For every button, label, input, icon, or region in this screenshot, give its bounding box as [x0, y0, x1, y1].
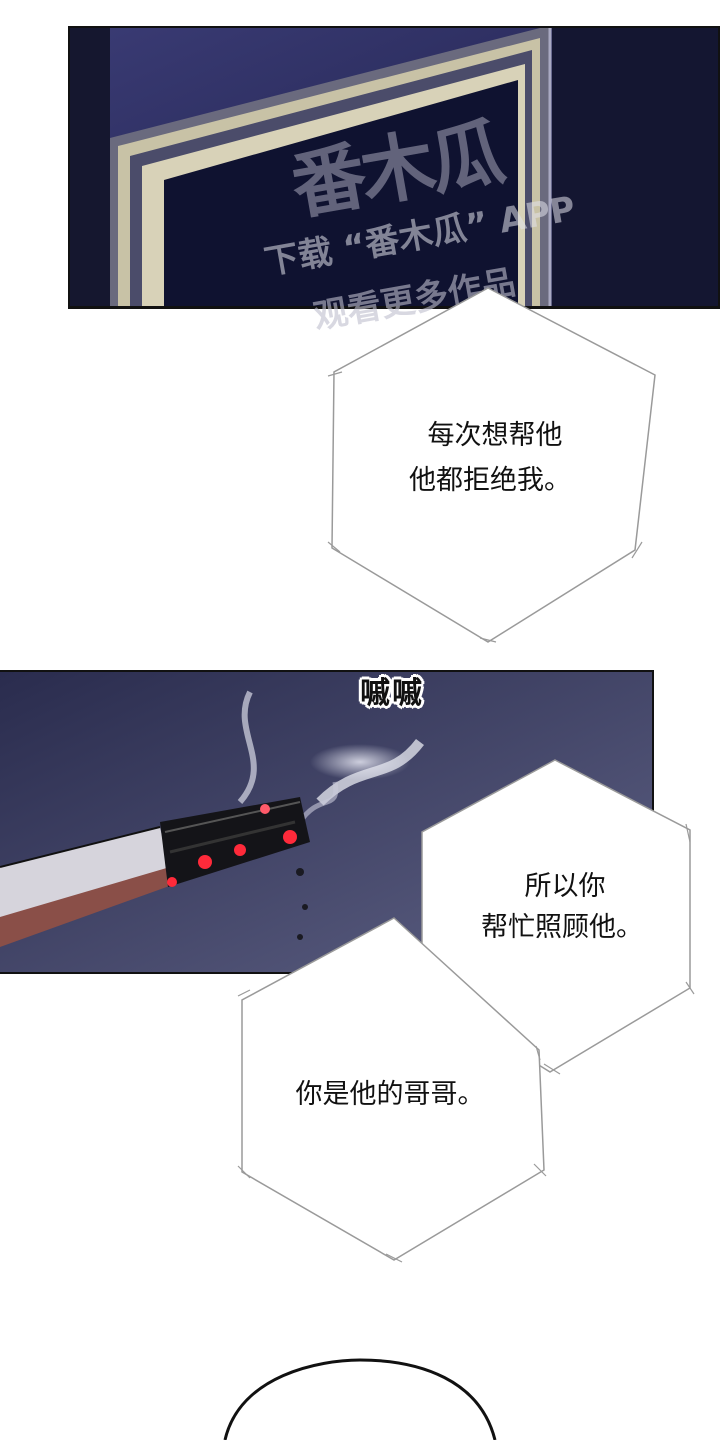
panel-window-night [68, 26, 720, 309]
speech-bubble-2 [421, 759, 695, 1075]
bubble-2-line-2: 帮忙照顾他。 [481, 912, 643, 943]
speech-bubble-partial [223, 1358, 497, 1440]
bubble-2-line-1: 所以你 [524, 871, 606, 902]
bubble-1-line-2: 他都拒绝我。 [409, 465, 571, 496]
panel-cigarette [0, 670, 654, 974]
bubble-1-line-1: 每次想帮他 [427, 420, 563, 451]
bubble-3-line-1: 你是他的哥哥。 [295, 1079, 485, 1110]
speech-bubble-1 [327, 287, 656, 643]
speech-bubble-3 [237, 917, 547, 1263]
sfx-text: 嘁嘁 [360, 676, 424, 711]
window-illustration [70, 28, 718, 307]
